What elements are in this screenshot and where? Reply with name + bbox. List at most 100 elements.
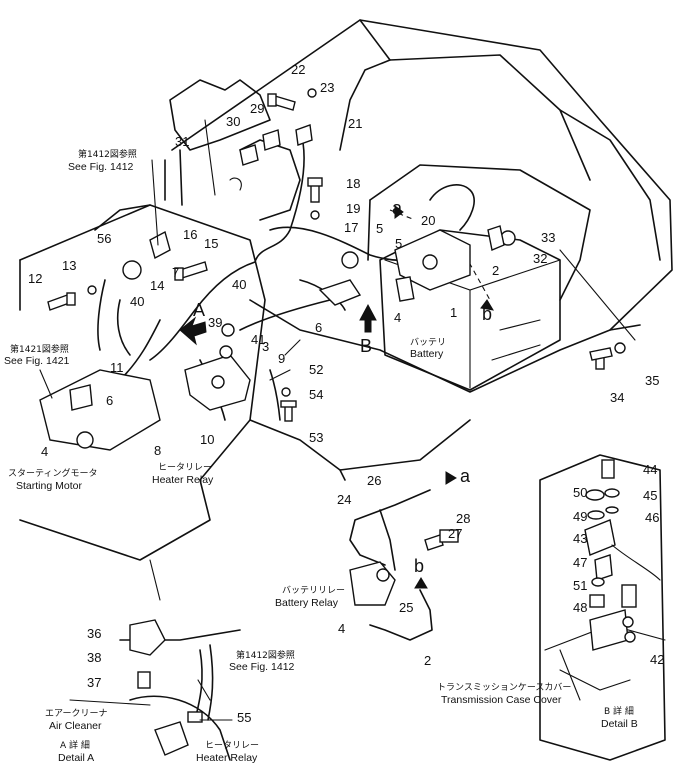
labels: 第1412図参照 See Fig. 1412 第1421図参照 See Fig.… xyxy=(4,148,638,764)
see1412b-jp-label: 第1412図参照 xyxy=(236,649,295,661)
heater-relay2-en-label: Heater Relay xyxy=(196,752,258,764)
callout-49: 49 xyxy=(573,509,587,524)
callout-27: 27 xyxy=(448,526,462,541)
harness xyxy=(59,129,636,421)
heater-relay-jp-label: ヒータリレー xyxy=(158,462,212,473)
callout-5b: 5 xyxy=(395,236,402,251)
callout-11: 11 xyxy=(110,360,124,375)
components xyxy=(39,88,626,451)
letter-A: A xyxy=(193,300,205,320)
callout-43: 43 xyxy=(573,531,587,546)
air-cleaner-jp-label: エアークリーナ xyxy=(45,708,107,719)
callout-6: 6 xyxy=(315,320,322,335)
battery-relay-detail-icon xyxy=(349,561,396,606)
callout-36: 36 xyxy=(87,626,101,641)
letter-a2: a xyxy=(460,466,471,486)
detail-a-en-label: Detail A xyxy=(58,752,94,764)
callout-16: 16 xyxy=(183,227,197,242)
battery-relay-en-label: Battery Relay xyxy=(275,597,339,609)
detail-b xyxy=(539,454,666,761)
view-arrows xyxy=(179,205,494,589)
view-letters: A B a b a b xyxy=(193,198,492,576)
callout-4b: 4 xyxy=(41,444,48,459)
trans-cover-en-label: Transmission Case Cover xyxy=(441,694,562,706)
callout-54: 54 xyxy=(309,387,323,402)
heater-relay-detail-icon xyxy=(154,721,189,756)
callout-12: 12 xyxy=(28,271,42,286)
letter-b2: b xyxy=(414,556,424,576)
letter-b: b xyxy=(482,304,492,324)
callout-21: 21 xyxy=(348,116,362,131)
detail-a xyxy=(119,619,241,761)
detail-b-jp-label: B 詳 細 xyxy=(604,705,634,717)
see1421-jp-label: 第1421図参照 xyxy=(10,343,69,355)
callout-25: 25 xyxy=(399,600,413,615)
bolt-icons xyxy=(47,93,613,422)
callout-3: 3 xyxy=(262,339,269,354)
callout-28: 28 xyxy=(456,511,470,526)
battery-relay-jp-label: バッテリリレー xyxy=(282,585,345,596)
callout-24: 24 xyxy=(337,492,351,507)
callout-10: 10 xyxy=(200,432,214,447)
callout-39: 39 xyxy=(208,315,222,330)
callout-29: 29 xyxy=(250,101,264,116)
letter-B: B xyxy=(360,336,372,356)
see1412-en-label: See Fig. 1412 xyxy=(68,161,134,173)
callout-32: 32 xyxy=(533,251,547,266)
heater-relay-en-label: Heater Relay xyxy=(152,474,214,486)
callout-22: 22 xyxy=(291,62,305,77)
see1412b-en-label: See Fig. 1412 xyxy=(229,661,295,673)
callout-37: 37 xyxy=(87,675,101,690)
callout-51: 51 xyxy=(573,578,587,593)
callout-20: 20 xyxy=(421,213,435,228)
callout-9: 9 xyxy=(278,351,285,366)
callout-56: 56 xyxy=(97,231,111,246)
callout-17: 17 xyxy=(344,220,358,235)
starting-motor-jp-label: スターティングモータ xyxy=(8,467,97,479)
air-cleaner-en-label: Air Cleaner xyxy=(49,720,102,732)
callout-4c: 4 xyxy=(338,621,345,636)
letter-a: a xyxy=(392,198,403,218)
detail-a-jp-label: A 詳 細 xyxy=(60,739,90,751)
battery-jp-label: バッテリ xyxy=(410,337,446,348)
callout-numbers: 1 2 2 3 4 4 4 5 5 6 6 7 8 9 10 11 12 13 … xyxy=(28,62,664,725)
callout-7: 7 xyxy=(172,265,179,280)
callout-4: 4 xyxy=(394,310,401,325)
callout-19: 19 xyxy=(346,201,360,216)
detail-wiring xyxy=(349,489,459,641)
callout-6b: 6 xyxy=(106,393,113,408)
callout-38: 38 xyxy=(87,650,101,665)
callout-2b: 2 xyxy=(424,653,431,668)
callout-8: 8 xyxy=(154,443,161,458)
callout-46: 46 xyxy=(645,510,659,525)
callout-5: 5 xyxy=(376,221,383,236)
callout-13: 13 xyxy=(62,258,76,273)
callout-45: 45 xyxy=(643,488,657,503)
callout-40: 40 xyxy=(130,294,144,309)
starting-motor-en-label: Starting Motor xyxy=(16,480,82,492)
callout-30: 30 xyxy=(226,114,240,129)
see1412-jp-label: 第1412図参照 xyxy=(78,148,137,160)
callout-35: 35 xyxy=(645,373,659,388)
heater-relay2-jp-label: ヒータリレー xyxy=(205,740,259,751)
callout-23: 23 xyxy=(320,80,334,95)
callout-1: 1 xyxy=(450,305,457,320)
callout-31: 31 xyxy=(175,134,189,149)
callout-53: 53 xyxy=(309,430,323,445)
starting-motor-icon xyxy=(39,369,161,451)
see1421-en-label: See Fig. 1421 xyxy=(4,355,70,367)
battery-en-label: Battery xyxy=(410,348,444,360)
callout-15: 15 xyxy=(204,236,218,251)
leader-lines xyxy=(39,159,581,721)
callout-14: 14 xyxy=(150,278,164,293)
callout-41: 41 xyxy=(251,332,265,347)
callout-2: 2 xyxy=(492,263,499,278)
callout-33: 33 xyxy=(541,230,555,245)
machine-body xyxy=(19,19,673,601)
callout-50: 50 xyxy=(573,485,587,500)
callout-52: 52 xyxy=(309,362,323,377)
callout-34: 34 xyxy=(610,390,624,405)
callout-42: 42 xyxy=(650,652,664,667)
callout-44: 44 xyxy=(643,462,657,477)
